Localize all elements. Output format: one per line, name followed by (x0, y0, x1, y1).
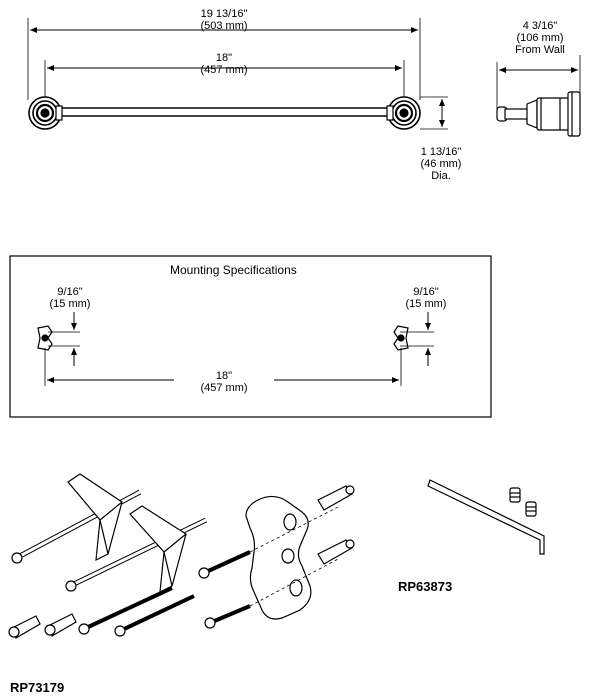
hardware-kit-illustration (8, 473, 355, 639)
set-screw (509, 487, 521, 503)
machine-screw (198, 550, 251, 579)
projection-label: 4 3/16" (106 mm) From Wall (515, 20, 565, 56)
part-number-hardware-kit: RP73179 (10, 680, 65, 695)
long-bolt (65, 517, 208, 592)
mounting-plate (245, 495, 312, 620)
machine-screw (204, 604, 251, 629)
post-diameter-label: 1 13/16" (46 mm) Dia. (420, 146, 462, 182)
angled-bracket (67, 473, 123, 562)
hex-key (427, 479, 545, 555)
post-side-view (496, 55, 581, 137)
set-screw (525, 501, 537, 517)
wall-anchor (8, 615, 41, 639)
left-offset-dimension (48, 312, 80, 366)
hex-key-kit-illustration (427, 479, 545, 555)
angled-bracket (129, 505, 187, 594)
plastic-anchor (317, 485, 355, 511)
towel-bar-front-view (27, 18, 448, 130)
overall-width-label: 19 13/16" (503 mm) (200, 8, 248, 32)
wood-screw (78, 586, 173, 635)
wall-anchor (44, 613, 77, 637)
right-offset-label: 9/16" (15 mm) (405, 286, 447, 310)
part-number-hex-key-kit: RP63873 (398, 579, 453, 594)
left-offset-label: 9/16" (15 mm) (49, 286, 91, 310)
wood-screw (114, 594, 195, 637)
inner-width-label: 18" (457 mm) (200, 52, 248, 76)
plastic-anchor (317, 539, 355, 565)
right-offset-dimension (400, 312, 434, 366)
bracket-spacing-label: 18" (457 mm) (174, 370, 274, 394)
mounting-spec-title: Mounting Specifications (170, 263, 297, 277)
mounting-spec-box (9, 255, 492, 418)
